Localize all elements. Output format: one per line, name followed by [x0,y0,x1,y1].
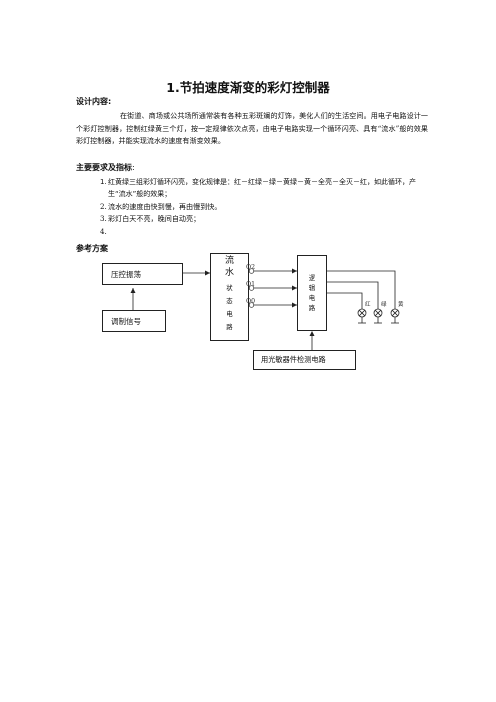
modulation-label: 调制信号 [111,317,141,326]
lamp-green-wire [327,281,379,309]
requirement-item: 2. 流水的速度由快到慢，再由慢到快。 [76,201,426,213]
lamp-yellow-icon [390,308,400,324]
lamp-red-icon [357,308,367,324]
requirements-heading-colon: : [132,163,135,172]
logic-box: 逻 辑 电 路 [297,255,327,331]
flow-char: 电 [226,310,233,318]
osc-box: 压控振荡 [102,263,183,285]
logic-char: 辑 [308,284,316,292]
logic-char: 电 [308,294,316,302]
lamp-yellow-wire [327,270,396,309]
q0-label: Q0 [246,298,256,305]
design-heading: 设计内容: [76,97,112,106]
lamp-red-label: 红 [365,302,371,308]
arrow-head [292,268,297,274]
flow-char: 态 [226,297,233,305]
sensor-label: 用光敏器件检测电路 [261,355,326,364]
requirements-list: 1. 红黄绿三组彩灯循环闪亮，变化规律是：红－红绿－绿－黄绿－黄－全亮－全灭－红… [76,176,426,238]
q2-terminal [248,268,255,274]
flow-char: 流 [224,256,234,266]
flow-char: 水 [224,268,234,278]
arrow-head [309,331,315,336]
requirement-number: 3. [100,214,107,224]
q2-label: Q2 [246,264,256,271]
requirement-text: 流水的速度由快到慢，再由慢到快。 [108,201,222,211]
requirement-item: 4. [76,226,426,238]
requirements-heading: 主要要求及指标: [76,163,135,173]
design-paragraph: 在街道、商场或公共场所通常装有各种五彩斑斓的灯饰，美化人们的生活空间。用电子电路… [76,111,428,146]
requirement-item: 1. 红黄绿三组彩灯循环闪亮，变化规律是：红－红绿－绿－黄绿－黄－全亮－全灭－红… [76,176,426,201]
requirement-text: 彩灯白天不亮，晚间自动亮； [108,214,201,224]
lamp-green-label: 绿 [381,302,387,308]
requirements-heading-text: 主要要求及指标 [76,163,132,172]
flow-state-box: 流 水 状 态 电 路 [210,253,249,341]
logic-char: 逻 [308,274,316,282]
lamp-red-wire [327,292,363,309]
q1-terminal [248,285,255,291]
lamp-green-icon [373,308,383,324]
flow-char: 路 [226,323,233,331]
requirement-number: 1. [100,178,107,186]
page-title: 1.节拍速度渐变的彩灯控制器 [166,80,330,95]
q1-label: Q1 [246,281,256,288]
lamp-yellow-label: 黄 [398,302,404,308]
modulation-box: 调制信号 [102,310,166,332]
q0-terminal [248,302,255,308]
arrow-head [205,270,210,276]
requirement-number: 4. [100,226,107,236]
requirement-item: 3. 彩灯白天不亮，晚间自动亮； [76,213,426,225]
requirement-text: 红黄绿三组彩灯循环闪亮，变化规律是：红－红绿－绿－黄绿－黄－全亮－全灭－红，如此… [108,178,416,199]
reference-heading: 参考方案 [76,244,108,253]
requirement-number: 2. [100,201,107,211]
flow-char: 状 [226,284,233,292]
osc-label: 压控振荡 [111,270,141,279]
logic-char: 路 [308,304,316,312]
sensor-box: 用光敏器件检测电路 [253,350,356,370]
arrow-head [130,288,136,293]
arrow-head [292,302,297,308]
arrow-head [292,285,297,291]
